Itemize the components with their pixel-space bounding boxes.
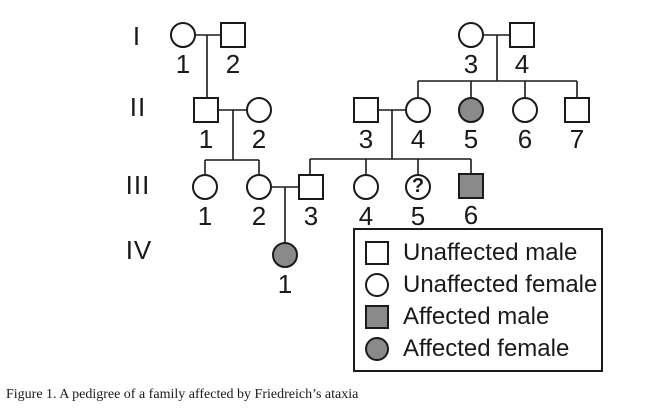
generation-label-II: II	[129, 92, 147, 122]
affected-male-symbol-icon	[365, 305, 389, 329]
person-IV-1	[272, 242, 298, 268]
person-number-III-4: 4	[358, 201, 374, 231]
legend: Unaffected male Unaffected female Affect…	[353, 228, 603, 372]
person-number-I-4: 4	[514, 49, 530, 79]
person-number-III-2: 2	[251, 201, 267, 231]
unaffected-female-symbol-icon	[365, 273, 389, 297]
person-II-2	[246, 97, 272, 123]
person-III-2	[246, 174, 272, 200]
person-II-6	[512, 97, 538, 123]
person-number-IV-1: 1	[277, 269, 293, 299]
person-number-III-3: 3	[303, 201, 319, 231]
legend-item-label: Unaffected female	[403, 271, 598, 298]
person-III-4	[353, 174, 379, 200]
person-number-II-1: 1	[198, 124, 214, 154]
generation-label-IV: IV	[125, 235, 153, 265]
person-III-1	[192, 174, 218, 200]
person-number-II-7: 7	[569, 124, 585, 154]
generation-label-I: I	[132, 21, 142, 51]
person-III-3	[298, 174, 324, 200]
person-number-III-6: 6	[463, 200, 479, 230]
legend-item: Affected female	[355, 333, 601, 365]
person-number-III-1: 1	[197, 201, 213, 231]
legend-item: Unaffected female	[355, 269, 601, 301]
person-III-6	[458, 173, 484, 199]
legend-item: Unaffected male	[355, 237, 601, 269]
affected-female-symbol-icon	[365, 337, 389, 361]
legend-item-label: Affected male	[403, 303, 550, 330]
person-I-3	[458, 22, 484, 48]
person-II-7	[564, 97, 590, 123]
person-I-2	[220, 22, 246, 48]
person-II-4	[405, 97, 431, 123]
person-number-I-1: 1	[175, 49, 191, 79]
person-number-II-3: 3	[358, 124, 374, 154]
figure-caption: Figure 1. A pedigree of a family affecte…	[6, 387, 359, 402]
person-number-II-5: 5	[463, 124, 479, 154]
generation-label-III: III	[125, 170, 151, 200]
uncertain-status-glyph: ?	[411, 175, 425, 197]
legend-item-label: Affected female	[403, 335, 570, 362]
person-number-I-2: 2	[225, 49, 241, 79]
person-I-1	[170, 22, 196, 48]
unaffected-male-symbol-icon	[365, 241, 389, 265]
person-number-II-4: 4	[410, 124, 426, 154]
person-number-I-3: 3	[463, 49, 479, 79]
legend-item: Affected male	[355, 301, 601, 333]
person-number-II-2: 2	[251, 124, 267, 154]
person-II-3	[353, 97, 379, 123]
person-II-5	[458, 97, 484, 123]
person-number-II-6: 6	[517, 124, 533, 154]
legend-item-label: Unaffected male	[403, 239, 578, 266]
person-number-III-5: 5	[410, 201, 426, 231]
person-I-4	[509, 22, 535, 48]
person-III-5: ?	[405, 174, 431, 200]
person-II-1	[193, 97, 219, 123]
